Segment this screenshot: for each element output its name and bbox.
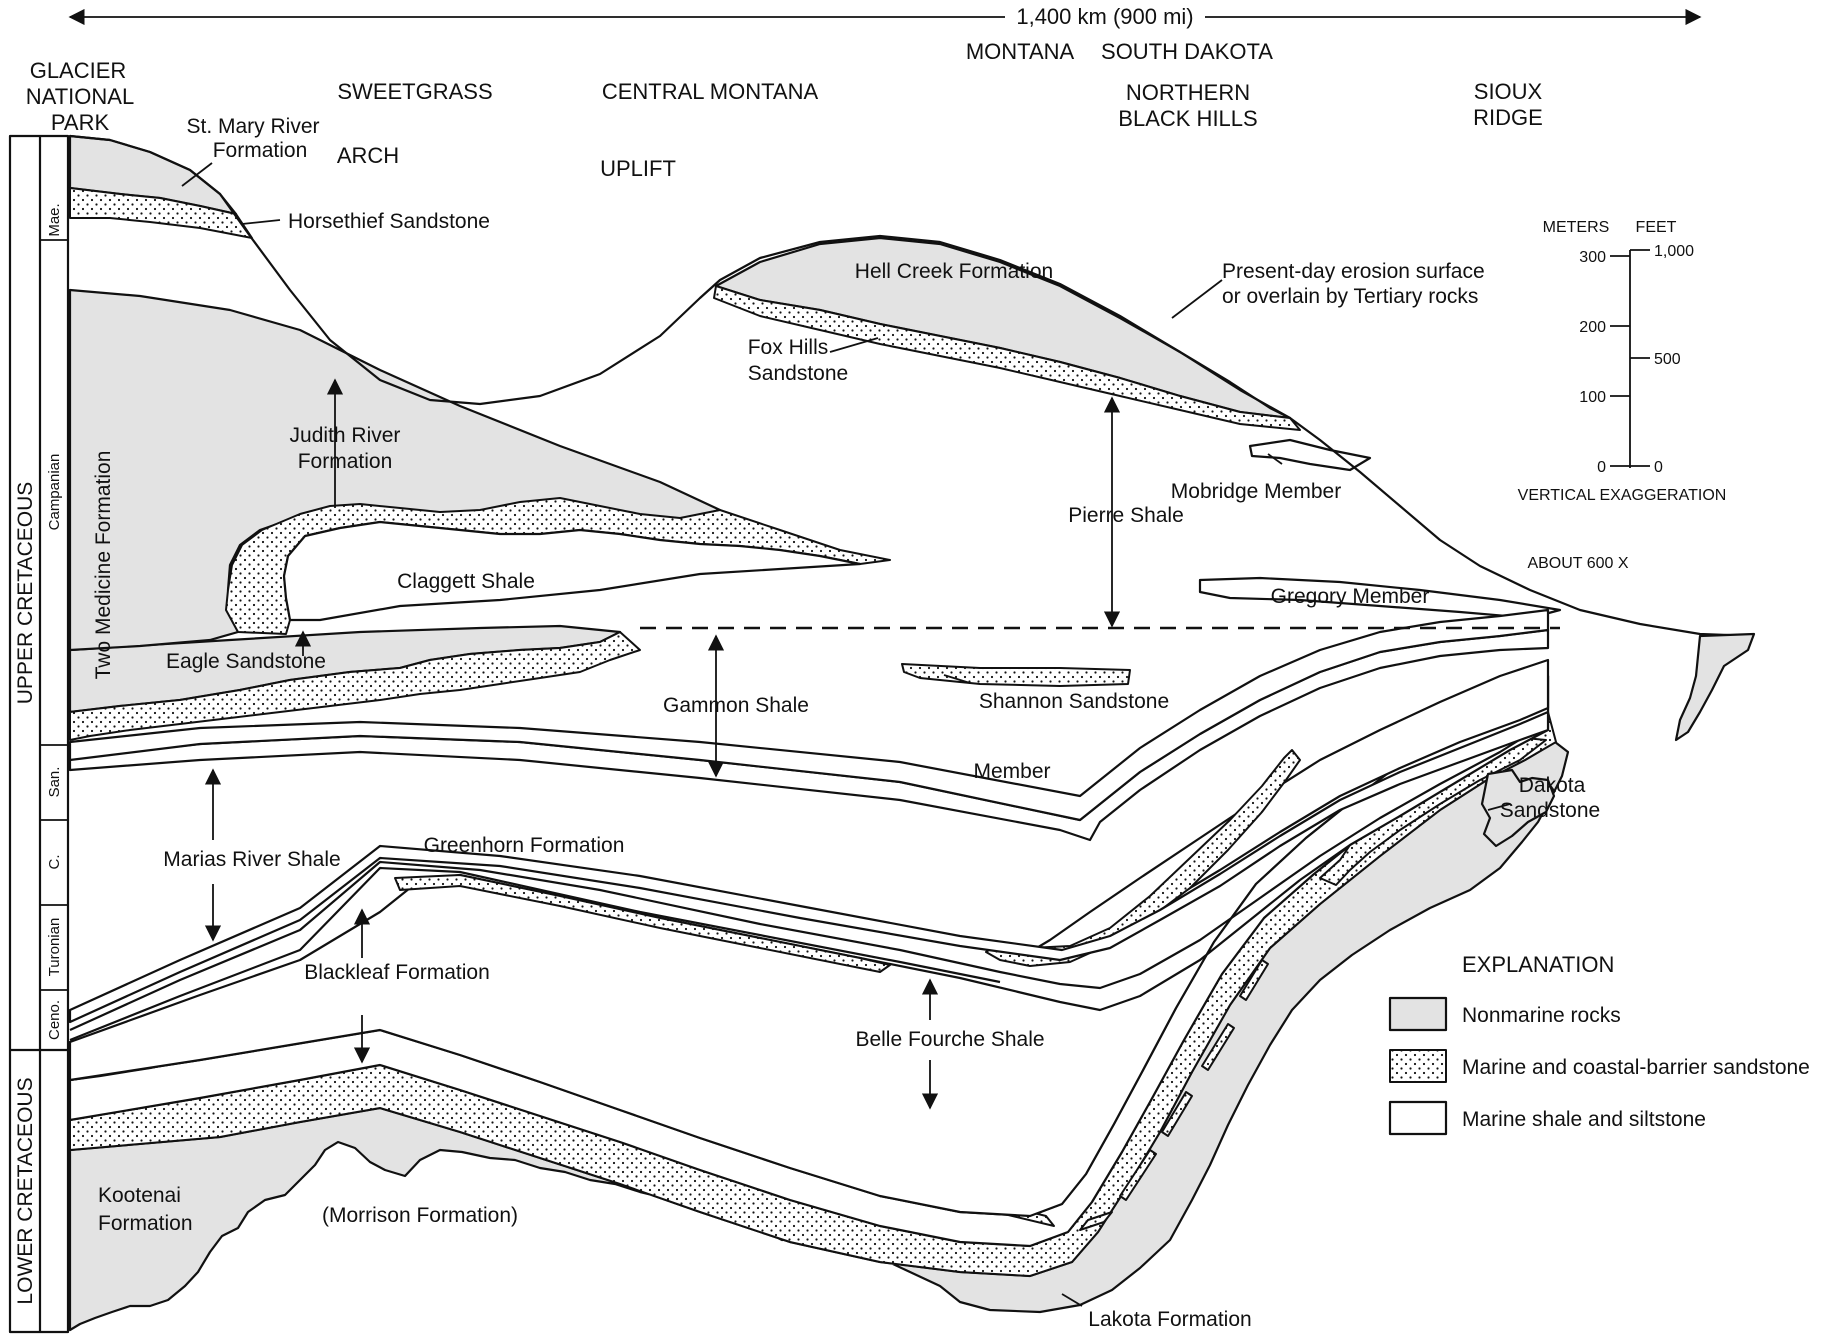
label-claggett: Claggett Shale	[397, 570, 535, 593]
label-eagle: Eagle Sandstone	[166, 650, 326, 673]
leader-lines	[181, 162, 1511, 1307]
time-column: UPPER CRETACEOUS LOWER CRETACEOUS Mae. C…	[8, 134, 70, 1334]
stage-coniacian: C.	[46, 855, 63, 870]
stage-turonian: Turonian	[46, 918, 63, 977]
label-fox-hills-line2: Sandstone	[748, 362, 848, 385]
niobrara-sandstone-tongue	[985, 749, 1301, 967]
label-morrison: (Morrison Formation)	[322, 1204, 518, 1227]
marias-river-shale	[68, 710, 1550, 1024]
legend-title: EXPLANATION	[1462, 952, 1614, 977]
location-headers: GLACIER NATIONAL PARK SWEETGRASS ARCH CE…	[26, 39, 1543, 181]
scale-feet-header: FEET	[1636, 219, 1677, 236]
scale-meters-0: 0	[1597, 459, 1606, 476]
stage-campanian: Campanian	[46, 454, 63, 531]
scale-feet-0: 0	[1654, 459, 1663, 476]
erosion-surface	[69, 134, 1755, 638]
location-glacier-line2: NATIONAL	[26, 84, 134, 109]
scale-feet-1000: 1,000	[1654, 243, 1694, 260]
scale-meters-header: METERS	[1543, 219, 1610, 236]
label-erosion-line1: Present-day erosion surface	[1222, 260, 1485, 283]
dakota-nonmarine-cap	[1480, 768, 1556, 848]
location-central-montana-line1: CENTRAL MONTANA	[602, 79, 819, 104]
lower-cretaceous-label: LOWER CRETACEOUS	[14, 1077, 37, 1304]
label-judith-river-line2: Formation	[298, 450, 393, 473]
scale-caption2: ABOUT 600 X	[1527, 555, 1628, 572]
legend-label-nonmarine: Nonmarine rocks	[1462, 1004, 1621, 1027]
stage-maastrichtian: Mae.	[46, 203, 63, 236]
label-gregory: Gregory Member	[1271, 585, 1430, 608]
label-gammon: Gammon Shale	[663, 694, 809, 717]
legend-swatch-sandstone	[1389, 1049, 1447, 1083]
label-dakota-line1: Dakota	[1519, 774, 1586, 797]
legend-swatch-nonmarine	[1388, 996, 1448, 1032]
label-blackleaf: Blackleaf Formation	[304, 961, 490, 984]
mobridge-member	[1248, 438, 1372, 472]
vertical-scale: METERS FEET 300 200 100 0 1,000 500 0 VE…	[1518, 219, 1727, 572]
location-glacier-line1: GLACIER	[30, 58, 127, 83]
label-hell-creek: Hell Creek Formation	[855, 260, 1053, 283]
stage-cenomanian: Ceno.	[46, 1000, 63, 1040]
greenhorn-formation-band	[394, 874, 891, 973]
fox-hills-sandstone	[713, 285, 1301, 431]
scale-bar-label: 1,400 km (900 mi)	[1016, 4, 1193, 29]
location-sioux-line2: RIDGE	[1473, 105, 1543, 130]
upper-cretaceous-label: UPPER CRETACEOUS	[14, 482, 37, 704]
label-greenhorn: Greenhorn Formation	[424, 834, 625, 857]
formation-labels: St. Mary River Formation Horsethief Sand…	[92, 115, 1600, 1331]
location-black-hills-line1: NORTHERN	[1126, 80, 1250, 105]
label-kootenai-line2: Formation	[98, 1212, 193, 1235]
label-mobridge: Mobridge Member	[1171, 480, 1341, 503]
label-belle-fourche: Belle Fourche Shale	[855, 1028, 1044, 1051]
niobrara-shale-wedge	[1028, 658, 1550, 962]
scale-meters-300: 300	[1579, 249, 1606, 266]
scale-meters-200: 200	[1579, 319, 1606, 336]
scale-feet-500: 500	[1654, 351, 1681, 368]
legend-label-sandstone: Marine and coastal-barrier sandstone	[1462, 1056, 1810, 1079]
legend-swatch-shale	[1388, 1100, 1448, 1136]
label-shannon: Shannon Sandstone	[979, 690, 1169, 713]
horizontal-scale-bar: 1,400 km (900 mi)	[68, 4, 1702, 29]
shannon-sandstone-lens	[901, 663, 1131, 687]
location-sweetgrass-line2: ARCH	[337, 143, 399, 168]
label-erosion-line2: or overlain by Tertiary rocks	[1222, 285, 1478, 308]
label-lakota: Lakota Formation	[1088, 1308, 1251, 1331]
label-st-mary-line2: Formation	[213, 139, 308, 162]
label-judith-river-line1: Judith River	[290, 424, 401, 447]
location-black-hills-line2: BLACK HILLS	[1118, 106, 1257, 131]
label-marias: Marias River Shale	[163, 848, 340, 871]
claggett-shale	[282, 520, 862, 622]
location-glacier-line3: PARK	[51, 110, 110, 135]
eagle-sandstone	[69, 631, 641, 741]
label-st-mary-line1: St. Mary River	[186, 115, 319, 138]
location-sioux-line1: SIOUX	[1474, 79, 1543, 104]
label-horsethief: Horsethief Sandstone	[288, 210, 490, 233]
location-south-dakota: SOUTH DAKOTA	[1101, 39, 1273, 64]
location-central-montana-line2: UPLIFT	[600, 156, 676, 181]
sioux-ridge-nonmarine	[1674, 632, 1756, 742]
label-kootenai-line1: Kootenai	[98, 1184, 181, 1207]
legend-label-shale: Marine shale and siltstone	[1462, 1108, 1706, 1131]
legend: EXPLANATION Nonmarine rocks Marine and c…	[1388, 952, 1810, 1136]
scale-meters-100: 100	[1579, 389, 1606, 406]
thickness-arrows	[204, 378, 1121, 1110]
marias-river-lower-boundary	[69, 721, 1549, 1032]
label-pierre: Pierre Shale	[1068, 504, 1184, 527]
label-two-medicine: Two Medicine Formation	[92, 451, 115, 680]
gammon-shale-band	[68, 608, 1550, 822]
greenhorn-formation-line	[69, 866, 1001, 1042]
location-sweetgrass-line1: SWEETGRASS	[337, 79, 492, 104]
stage-santonian: San.	[46, 767, 63, 798]
label-fox-hills-line1: Fox Hills	[748, 336, 829, 359]
label-dakota-line2: Sandstone	[1500, 799, 1600, 822]
scale-caption: VERTICAL EXAGGERATION	[1518, 487, 1727, 504]
label-member: Member	[973, 760, 1050, 783]
location-montana: MONTANA	[966, 39, 1075, 64]
